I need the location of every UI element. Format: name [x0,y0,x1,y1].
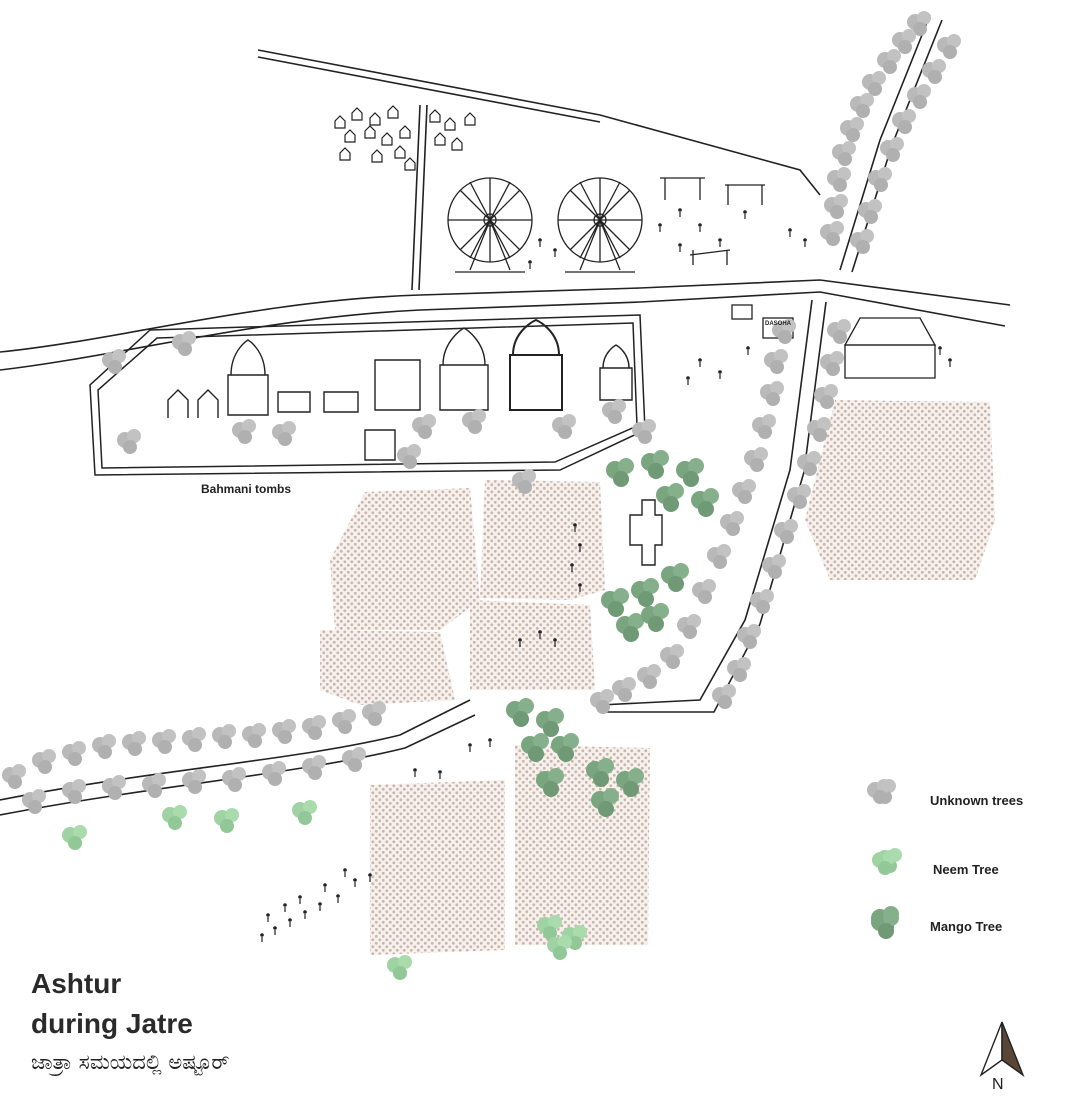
north-label: N [992,1076,1004,1093]
fields [320,400,995,955]
map-title-line1: Ashtur [31,968,122,999]
tomb-compound [89,314,646,476]
stall-sign-label: DASOHA [765,321,792,327]
legend-unknown-trees-label: Unknown trees [930,793,1024,808]
map-subtitle-kannada: ಜಾತ್ರಾ ಸಮಯದಲ್ಲಿ ಅಷ್ಟೂರ್ [31,1050,230,1074]
village-houses [334,105,476,171]
unknown-trees [2,11,961,814]
map-title-line2: during Jatre [31,1008,193,1039]
north-arrow-icon [979,1021,1025,1077]
legend-mango-tree-label: Mango Tree [930,919,1003,934]
temple [629,499,663,566]
legend-neem-tree-label: Neem Tree [933,862,999,877]
ferris-wheels [447,177,643,273]
bahmani-tombs-label: Bahmani tombs [201,482,292,496]
bahmani-tombs [167,318,633,461]
fair-stalls [660,177,937,379]
